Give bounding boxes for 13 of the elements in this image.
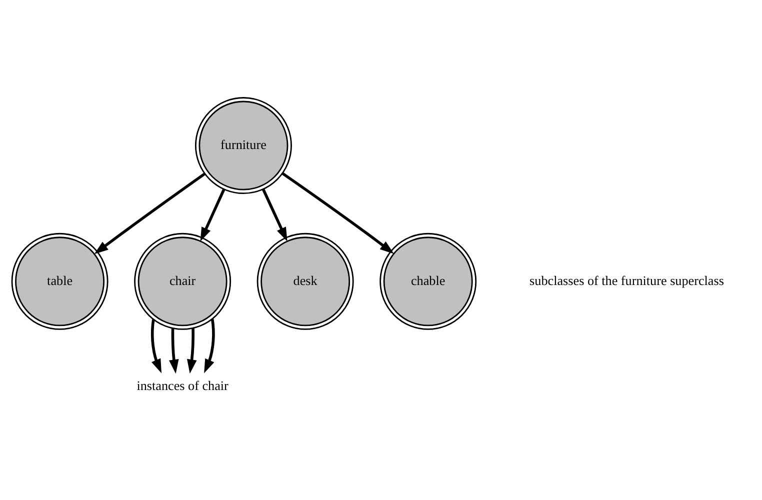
arrow (150, 318, 162, 373)
label: subclasses of the furniture superclass (530, 272, 724, 288)
node-circle: furniture (194, 96, 292, 194)
node-text: instances of chair (136, 377, 228, 392)
node-circle: desk (256, 232, 354, 330)
arrow (168, 328, 179, 374)
arrow (204, 318, 215, 373)
arrow (262, 188, 288, 242)
arrow (282, 172, 394, 254)
node-circle: chair (134, 232, 232, 330)
arrow (200, 188, 226, 242)
arrow (94, 172, 206, 254)
arrow (187, 328, 197, 374)
